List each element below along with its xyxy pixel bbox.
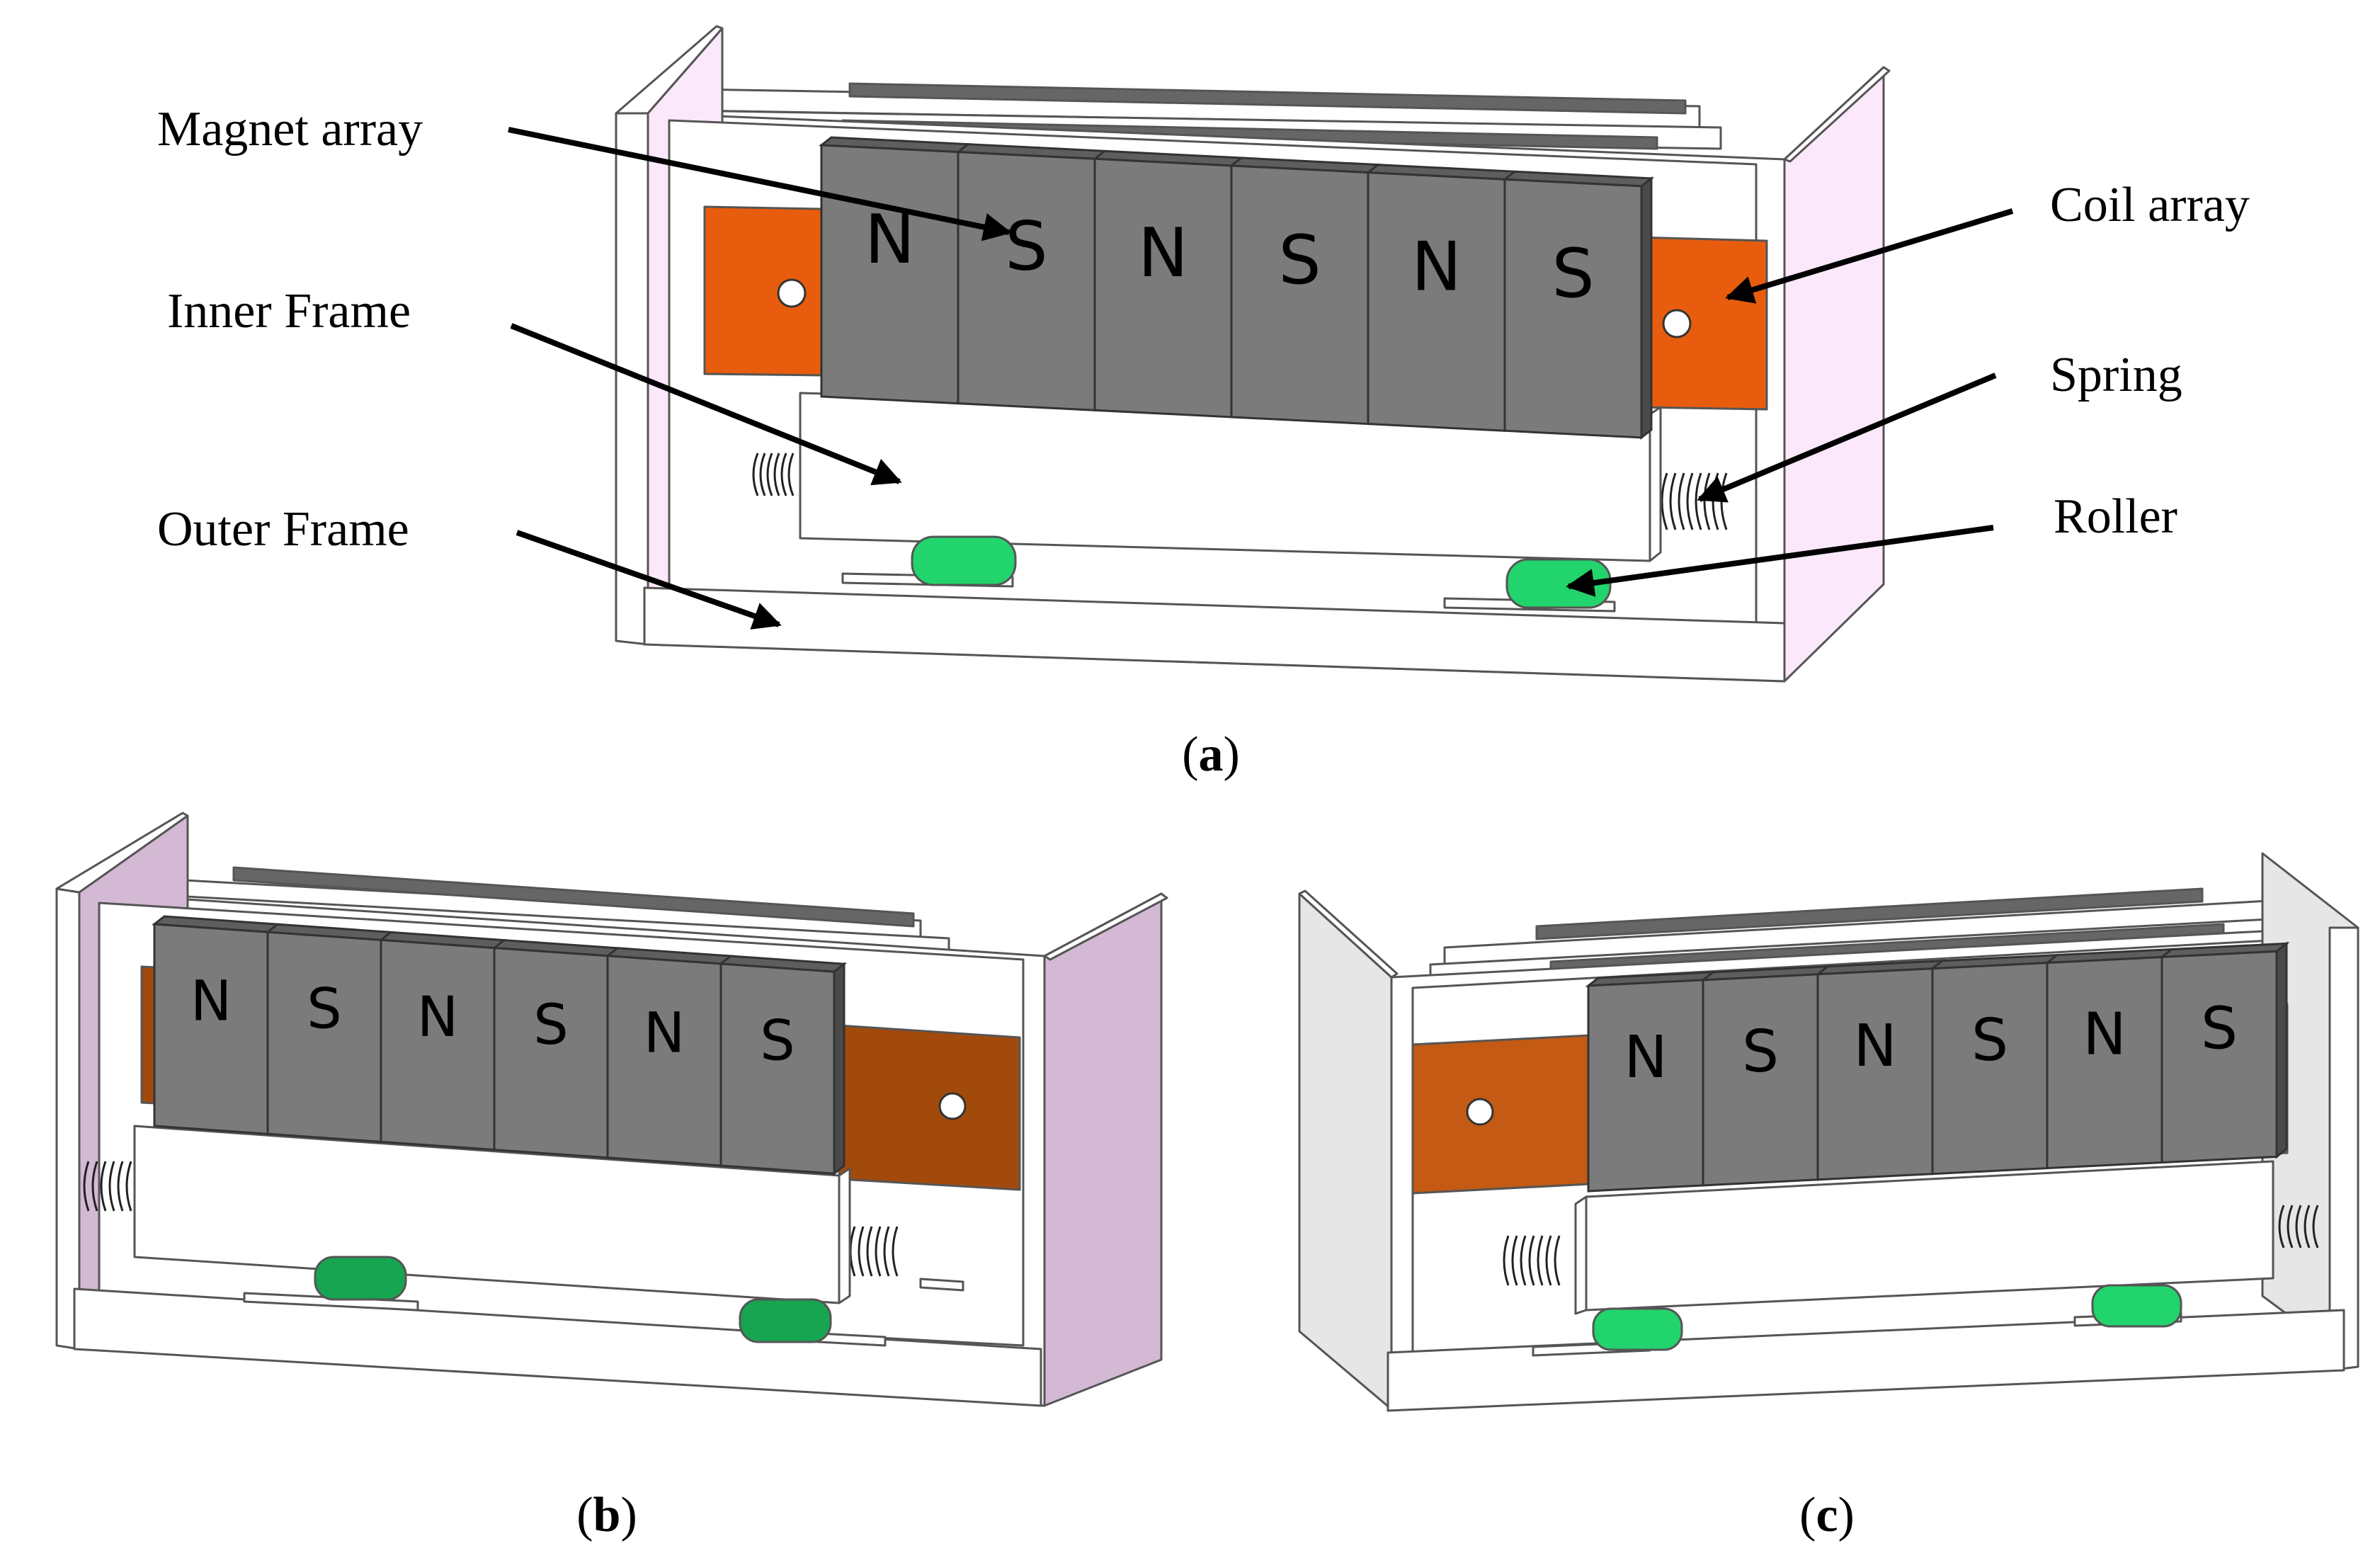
- magnet-block: S: [1228, 157, 1382, 426]
- spring-left-b: [83, 1161, 132, 1212]
- magnet-block: N: [152, 915, 280, 1135]
- label-inner-frame: Inner Frame: [167, 284, 411, 339]
- magnet-block: S: [2158, 942, 2290, 1164]
- magnet-pole-label: N: [190, 970, 232, 1034]
- magnet-pole-label: N: [1624, 1024, 1667, 1091]
- spring-right-c: [2278, 1205, 2319, 1248]
- panel-label-b: (b): [576, 1488, 637, 1542]
- magnet-block: N: [1365, 164, 1518, 432]
- magnet-block: N: [1814, 959, 1946, 1181]
- right-side-plate-b: [1043, 892, 1163, 1407]
- label-magnet-array: Magnet array: [157, 102, 423, 157]
- label-outer-frame: Outer Frame: [157, 502, 409, 557]
- panel-b: N S N S N S (b): [55, 812, 1168, 1542]
- label-roller: Roller: [2054, 489, 2177, 544]
- magnet-block: N: [378, 931, 507, 1151]
- magnet-block: N: [1585, 971, 1716, 1193]
- magnet-pole-label: N: [417, 986, 458, 1049]
- magnet-pole-label: N: [1853, 1013, 1896, 1080]
- magnet-pole-label: S: [1742, 1018, 1779, 1086]
- magnet-array-end: [2275, 941, 2288, 1159]
- magnet-pole-label: N: [1138, 215, 1188, 292]
- panel-label-a: (a): [1182, 727, 1240, 782]
- magnet-array-end: [1640, 176, 1653, 440]
- label-coil-array: Coil array: [2050, 178, 2250, 232]
- magnet-pole-label: S: [760, 1010, 795, 1074]
- coil-hole-left: [777, 278, 807, 308]
- spring-left: [752, 453, 795, 496]
- magnet-block: N: [2044, 948, 2175, 1170]
- magnet-pole-label: S: [1551, 235, 1594, 313]
- magnet-pole-label: S: [1971, 1007, 2008, 1074]
- magnet-pole-label: S: [307, 978, 342, 1042]
- magnet-block: S: [718, 955, 847, 1175]
- leader-arrows: [508, 127, 2014, 630]
- magnet-block: S: [1699, 965, 1831, 1187]
- left-side-plate-c: [1298, 892, 1393, 1411]
- coil-hole-right: [1662, 309, 1692, 339]
- right-side-plate: [1783, 66, 1885, 683]
- panel-label-c: (c): [1799, 1488, 1855, 1542]
- magnet-pole-label: N: [1411, 228, 1462, 306]
- magnet-pole-label: N: [644, 1001, 685, 1065]
- magnet-block: N: [818, 136, 972, 405]
- panel-c: N S N S N S (c): [1298, 852, 2359, 1542]
- rear-frame-plates: [678, 82, 1722, 150]
- magnet-block: N: [1091, 149, 1245, 419]
- magnet-pole-label: S: [533, 994, 569, 1057]
- magnet-block: S: [1929, 953, 2061, 1176]
- label-spring: Spring: [2050, 348, 2182, 402]
- magnet-block: S: [1501, 170, 1655, 439]
- magnet-block: S: [491, 939, 620, 1159]
- magnet-pole-label: S: [1278, 222, 1321, 300]
- spring-left-c: [1503, 1235, 1561, 1286]
- magnet-pole-label: S: [2201, 996, 2238, 1063]
- magnet-array-end: [833, 962, 845, 1176]
- magnet-pole-label: N: [2083, 1001, 2126, 1069]
- magnet-pole-label: S: [1005, 208, 1047, 286]
- magnet-block: N: [605, 947, 734, 1167]
- magnet-block: S: [265, 923, 394, 1144]
- magnet-block: S: [955, 143, 1108, 411]
